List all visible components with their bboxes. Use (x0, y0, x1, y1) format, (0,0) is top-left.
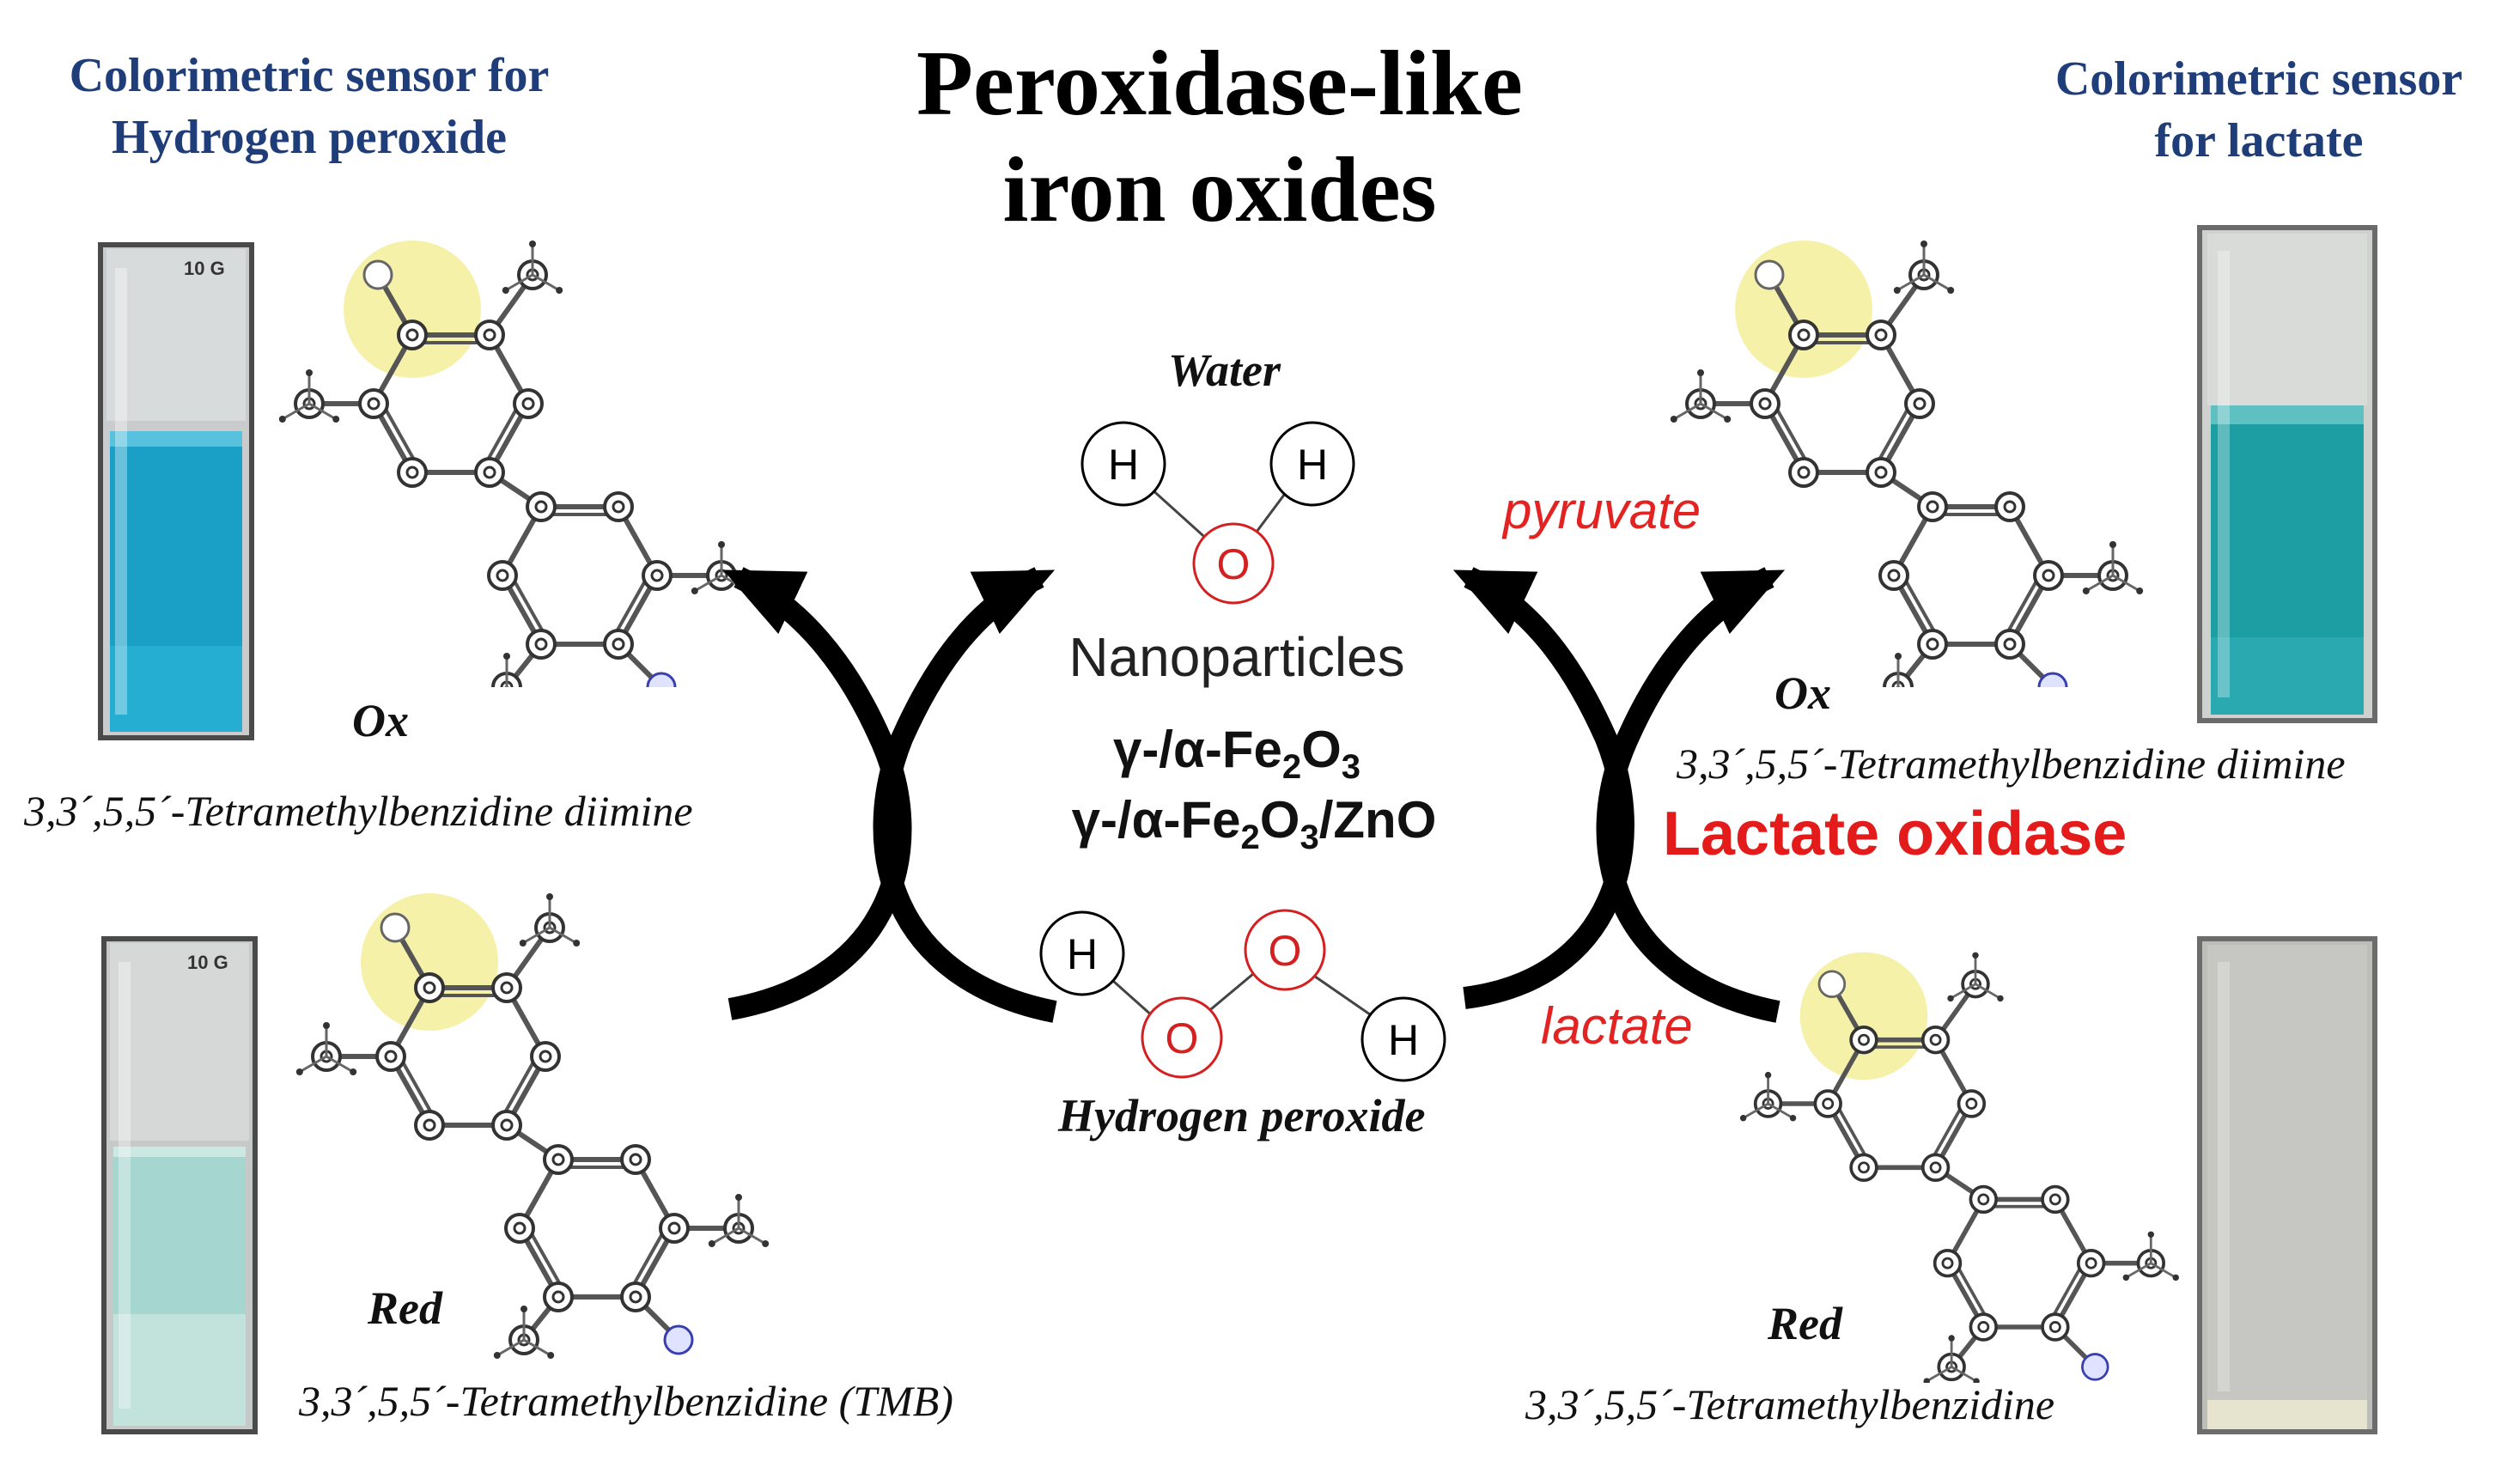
h2o2-o2-label: O (1269, 927, 1302, 975)
formula1-p1: γ-/α-Fe (1112, 721, 1282, 778)
formula2-p3: /ZnO (1318, 791, 1437, 849)
h2o2-o1-label: O (1166, 1014, 1199, 1062)
right-ox-name: 3,3´,5,5´-Tetramethylbenzidine diimine (1677, 740, 2346, 788)
cuvette-left-oxidized: 10 G (98, 242, 254, 740)
cuvette-right-reduced (2197, 936, 2377, 1434)
main-title-line2: iron oxides (1002, 139, 1437, 241)
formula-fe2o3-zno: γ-/α-Fe2O3/ZnO (936, 790, 1572, 857)
water-h1-atom (1080, 421, 1166, 507)
right-sensor-title-line2: for lactate (2154, 114, 2364, 167)
left-red-label: Red (368, 1282, 442, 1334)
right-red-label: Red (1768, 1298, 1842, 1349)
water-o-atom (1192, 522, 1275, 605)
left-sensor-title-line2: Hydrogen peroxide (112, 111, 507, 164)
formula2-p1: γ-/α-Fe (1071, 791, 1241, 849)
right-sensor-title-line1: Colorimetric sensor (2054, 52, 2463, 106)
h2o2-label: Hydrogen peroxide (1058, 1090, 1426, 1141)
molecule-left-red (295, 893, 770, 1359)
right-sensor-title: Colorimetric sensor for lactate (1975, 48, 2520, 172)
formula1-p2: O (1301, 721, 1342, 778)
formula2-s1: 2 (1240, 819, 1260, 856)
water-molecule: H H O (1080, 421, 1355, 605)
left-ox-label: Ox (352, 695, 409, 746)
h2o2-molecule: H O O H (1039, 909, 1446, 1082)
lactate-oxidase-label: Lactate oxidase (1663, 800, 2127, 868)
arrow-left-to-ox (722, 567, 912, 1020)
water-o-label: O (1217, 540, 1251, 588)
water-h1-label: H (1108, 441, 1139, 489)
formula2-p2: O (1259, 791, 1300, 849)
molecule-right-red (1739, 952, 2179, 1383)
water-h2-atom (1269, 421, 1355, 507)
arrow-right-to-ox (1452, 567, 1634, 1009)
molecule-left-ox (278, 240, 752, 687)
main-title-line1: Peroxidase-like (916, 33, 1523, 135)
molecule-right-ox (1670, 240, 2144, 687)
h2o2-h2-atom (1360, 996, 1446, 1082)
arrow-right-to-pyruvate (1596, 567, 1786, 1023)
right-red-name: 3,3´,5,5´-Tetramethylbenzidine (1525, 1380, 2055, 1428)
h2o2-o1-atom (1141, 996, 1223, 1079)
cuvette-label: 10 G (184, 258, 225, 279)
formula1-s2: 3 (1341, 748, 1361, 786)
left-sensor-title-line1: Colorimetric sensor for (69, 49, 550, 102)
cuvette-right-oxidized (2197, 225, 2377, 723)
h2o2-h1-label: H (1067, 930, 1098, 978)
main-title: Peroxidase-like iron oxides (825, 31, 1615, 244)
water-h2-label: H (1297, 441, 1328, 489)
right-ox-label: Ox (1774, 667, 1831, 719)
lactate-label: lactate (1541, 997, 1693, 1055)
formula-fe2o3: γ-/α-Fe2O3 (936, 720, 1537, 787)
formula1-s1: 2 (1281, 748, 1302, 786)
pyruvate-label: pyruvate (1503, 482, 1701, 539)
cuvette-left-reduced: 10 G (101, 936, 258, 1434)
h2o2-h1-atom (1039, 910, 1125, 996)
nanoparticles-label: Nanoparticles (1068, 626, 1405, 688)
left-sensor-title: Colorimetric sensor for Hydrogen peroxid… (17, 45, 601, 168)
water-label: Water (1168, 344, 1281, 396)
h2o2-h2-label: H (1388, 1016, 1419, 1064)
cuvette-label: 10 G (187, 952, 228, 973)
h2o2-o2-atom (1244, 909, 1326, 991)
arrow-left-to-water (873, 567, 1057, 1023)
formula2-s2: 3 (1300, 819, 1319, 856)
left-red-name: 3,3´,5,5´-Tetramethylbenzidine (TMB) (299, 1377, 953, 1425)
left-ox-name: 3,3´,5,5´-Tetramethylbenzidine diimine (24, 787, 693, 835)
